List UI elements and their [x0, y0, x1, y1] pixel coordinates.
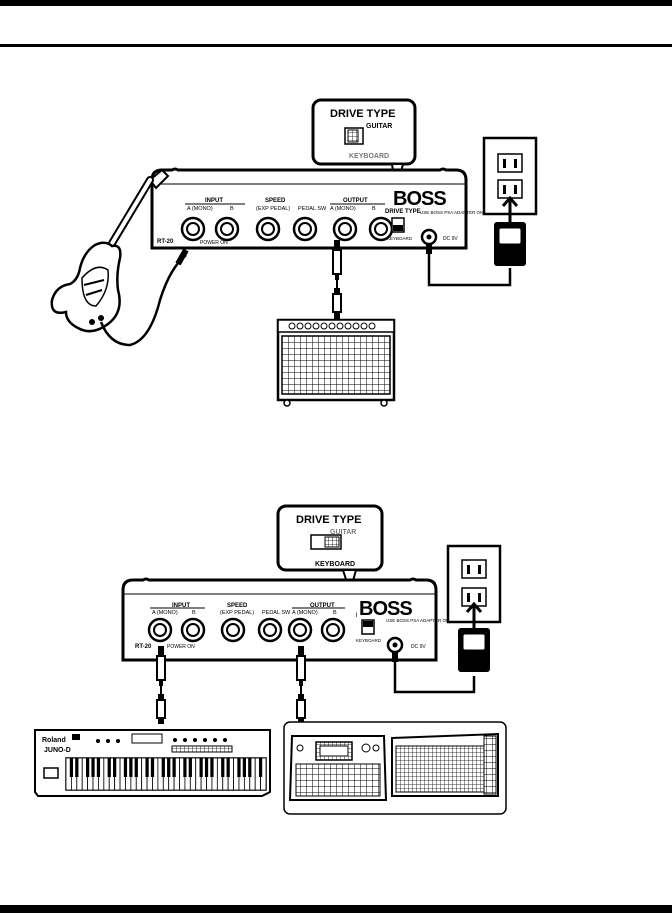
input-a-jack: [180, 216, 206, 242]
black-key: [210, 758, 214, 777]
black-key: [145, 758, 149, 777]
black-key: [134, 758, 138, 777]
adapter-label: USE BOSS PSA ADAPTER ONLY: [420, 210, 488, 215]
output-label: OUTPUT: [343, 198, 368, 204]
amplifier-icon: [276, 318, 396, 407]
boss-logo: BOSS: [393, 188, 446, 210]
dc-cable: [427, 244, 512, 287]
power-on-label-2: POWER ON: [167, 644, 195, 650]
callout-guitar-label: GUITAR: [366, 123, 392, 130]
input-a-label-2: A (MONO): [152, 610, 178, 616]
black-key: [129, 758, 133, 777]
dc-label-2: DC 9V: [411, 644, 426, 650]
dc-label: DC 9V: [443, 236, 458, 242]
black-key: [183, 758, 187, 777]
pedal-sw-jack-2: [257, 617, 283, 643]
output-plug-2: [296, 645, 306, 687]
black-key: [161, 758, 165, 777]
keyboard-small-label: KEYBOARD: [387, 236, 413, 241]
black-key: [107, 758, 111, 777]
black-key: [123, 758, 128, 777]
keyboard-small-label-2: KEYBOARD: [356, 638, 382, 643]
black-key: [248, 758, 252, 777]
recorder-icon: [288, 735, 388, 801]
black-key: [226, 758, 230, 777]
ac-adapter-icon-2: [458, 628, 490, 672]
input-a-label: A (MONO): [187, 206, 213, 212]
mixer-icon: [391, 732, 499, 797]
drive-type-small-label: DRIVE TYPE: [385, 209, 421, 215]
output-a-jack: [332, 216, 358, 242]
guitar-cable: [99, 254, 187, 347]
pedal-sw-label: PEDAL SW: [298, 206, 327, 212]
callout-title: DRIVE TYPE: [330, 108, 395, 120]
speed-label: SPEED: [265, 198, 286, 204]
rotary-ensemble-pedal-2: INPUT A (MONO) B SPEED (EXP PEDAL) PEDAL…: [121, 577, 454, 662]
callout-guitar-label-2: GUITAR: [330, 529, 356, 536]
black-key: [86, 758, 90, 777]
speed-jack-2: [220, 617, 246, 643]
ac-adapter-icon: [494, 222, 526, 266]
callout-keyboard-label-2: KEYBOARD: [315, 561, 355, 568]
input-label-2: INPUT: [172, 603, 190, 609]
black-key: [69, 758, 74, 777]
black-key: [204, 758, 209, 777]
output-b-label-2: B: [333, 610, 337, 616]
input-b-label-2: B: [192, 610, 196, 616]
input-b-jack-2: [180, 617, 206, 643]
black-key: [242, 758, 246, 777]
black-key: [75, 758, 79, 777]
speed-label-2: SPEED: [227, 603, 248, 609]
input-a-jack-2: [147, 617, 173, 643]
black-key: [221, 758, 225, 777]
input-b-jack: [214, 216, 240, 242]
callout-keyboard-label: KEYBOARD: [349, 153, 389, 160]
black-key: [258, 758, 263, 777]
keyboard-model: JUNO-D: [44, 747, 71, 754]
keyboard-brand: Roland: [42, 737, 66, 744]
bottom-bar: [0, 905, 672, 913]
black-key: [188, 758, 192, 777]
boss-logo-2: BOSS: [359, 598, 412, 620]
guitar-icon: [50, 168, 170, 333]
rotary-ensemble-pedal: INPUT A (MONO) B SPEED (EXP PEDAL) PEDAL…: [150, 167, 488, 250]
black-key: [96, 758, 101, 777]
black-key: [91, 758, 95, 777]
black-key: [113, 758, 117, 777]
power-on-label: POWER ON: [200, 240, 228, 246]
output-a-label-2: A (MONO): [292, 610, 318, 616]
drive-type-callout-2: DRIVE TYPE GUITAR KEYBOARD: [276, 504, 384, 596]
black-key: [150, 758, 155, 777]
black-key: [199, 758, 203, 777]
black-key: [237, 758, 241, 777]
model-label: RT-20: [157, 239, 174, 245]
pedal-sw-jack: [292, 216, 318, 242]
adapter-label-2: USE BOSS PSA ADAPTER ONLY: [386, 618, 454, 623]
speed-jack: [255, 216, 281, 242]
black-key: [172, 758, 176, 777]
pedal-sw-label-2: PEDAL SW: [262, 610, 291, 616]
model-label-2: RT-20: [135, 644, 152, 650]
top-bar: [0, 0, 672, 6]
output-a-label: A (MONO): [330, 206, 356, 212]
keyboard-synth-icon: Roland JUNO-D: [34, 729, 271, 797]
speed-sub-label-2: (EXP PEDAL): [220, 610, 254, 616]
output-b-jack-2: [320, 617, 346, 643]
speed-sub-label: (EXP PEDAL): [256, 206, 290, 212]
callout-title-2: DRIVE TYPE: [296, 514, 361, 526]
diagram-2: DRIVE TYPE GUITAR KEYBOARD INPUT A (MONO…: [34, 504, 507, 815]
input-plug-2: [156, 645, 166, 687]
input-label: INPUT: [205, 198, 223, 204]
black-key: [167, 758, 171, 777]
output-label-2: OUTPUT: [310, 603, 335, 609]
diagram-1: DRIVE TYPE GUITAR KEYBOARD INPUT A (MONO…: [50, 98, 538, 407]
dc-cable-2: [393, 652, 476, 694]
output-a-jack-2: [287, 617, 313, 643]
input-b-label: B: [230, 206, 234, 212]
wall-outlet-icon-2: [446, 544, 502, 624]
output-b-label: B: [372, 206, 376, 212]
output-plug: [332, 239, 342, 281]
header-rule: [0, 44, 672, 47]
